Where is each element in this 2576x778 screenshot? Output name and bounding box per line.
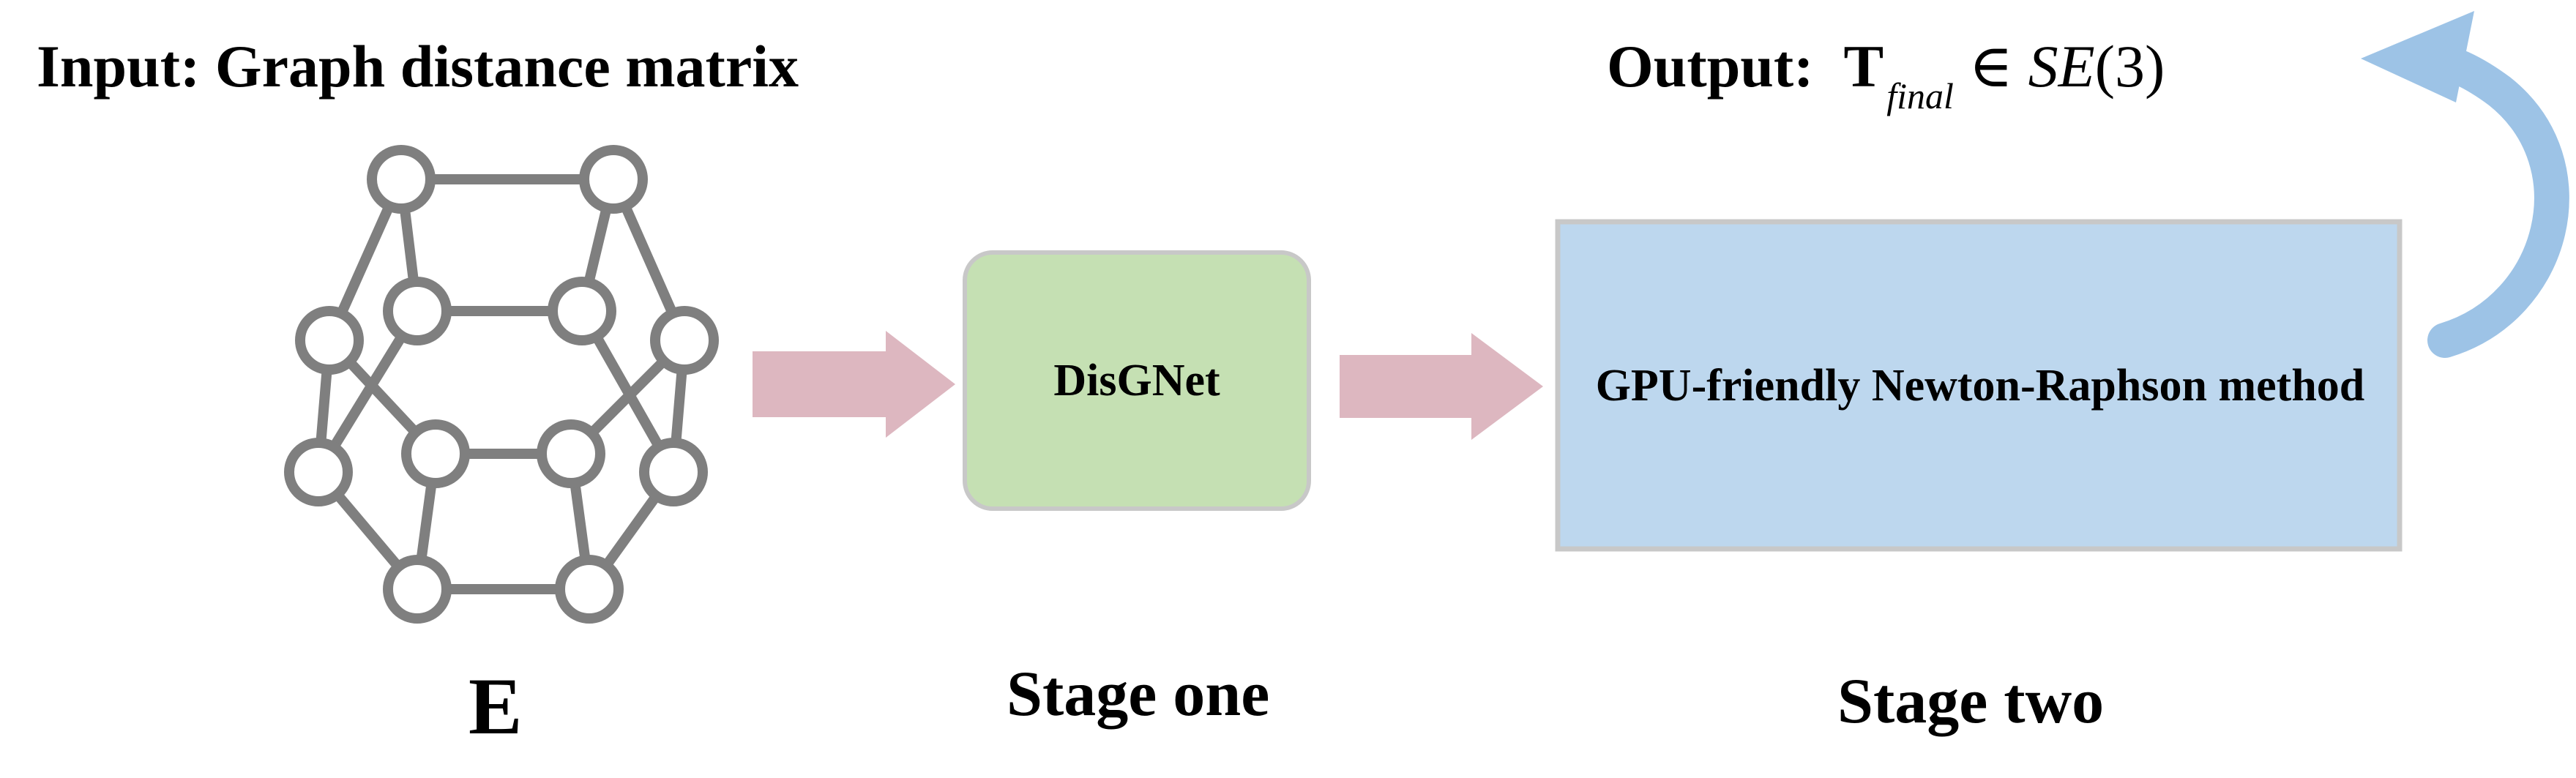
- graph-edges: [313, 174, 690, 594]
- arrow-to-stage-one-icon: [753, 331, 955, 438]
- graph-icon: [284, 145, 719, 624]
- stage-one-box-label: DisGNet: [1053, 355, 1220, 405]
- output-subscript: final: [1886, 75, 1954, 116]
- stage-one-caption: Stage one: [1007, 659, 1270, 730]
- graph-node: [284, 438, 353, 506]
- graph-label: E: [468, 662, 523, 751]
- output-title: Output: Tfinal ∈ SE(3): [1607, 37, 2165, 115]
- graph-node: [555, 555, 624, 624]
- feedback-arrow-icon: [2361, 11, 2569, 358]
- output-symbol: T: [1843, 33, 1884, 100]
- graph-node: [295, 306, 364, 375]
- graph-nodes: [284, 145, 719, 624]
- arrow-to-stage-two-icon: [1340, 333, 1543, 440]
- input-title: Input: Graph distance matrix: [37, 33, 799, 100]
- graph-node: [579, 145, 648, 214]
- stage-two-box-label: GPU-friendly Newton-Raphson method: [1595, 361, 2365, 411]
- output-group-arg: (3): [2094, 33, 2165, 100]
- graph-node: [401, 419, 470, 488]
- graph-node: [367, 145, 436, 214]
- output-prefix: Output:: [1607, 33, 1814, 100]
- output-group: SE: [2028, 33, 2095, 100]
- stage-one-box: [963, 250, 1311, 511]
- output-relation: ∈: [1968, 33, 2014, 100]
- graph-node: [383, 555, 452, 624]
- output-formula: Tfinal ∈ SE(3): [1829, 33, 2165, 115]
- graph-node: [639, 438, 708, 506]
- stage-two-box: [1555, 219, 2403, 552]
- graph-node: [537, 419, 605, 488]
- graph-node: [383, 277, 452, 345]
- graph-node: [650, 306, 719, 375]
- stage-two-caption: Stage two: [1837, 666, 2105, 737]
- graph-node: [548, 277, 616, 345]
